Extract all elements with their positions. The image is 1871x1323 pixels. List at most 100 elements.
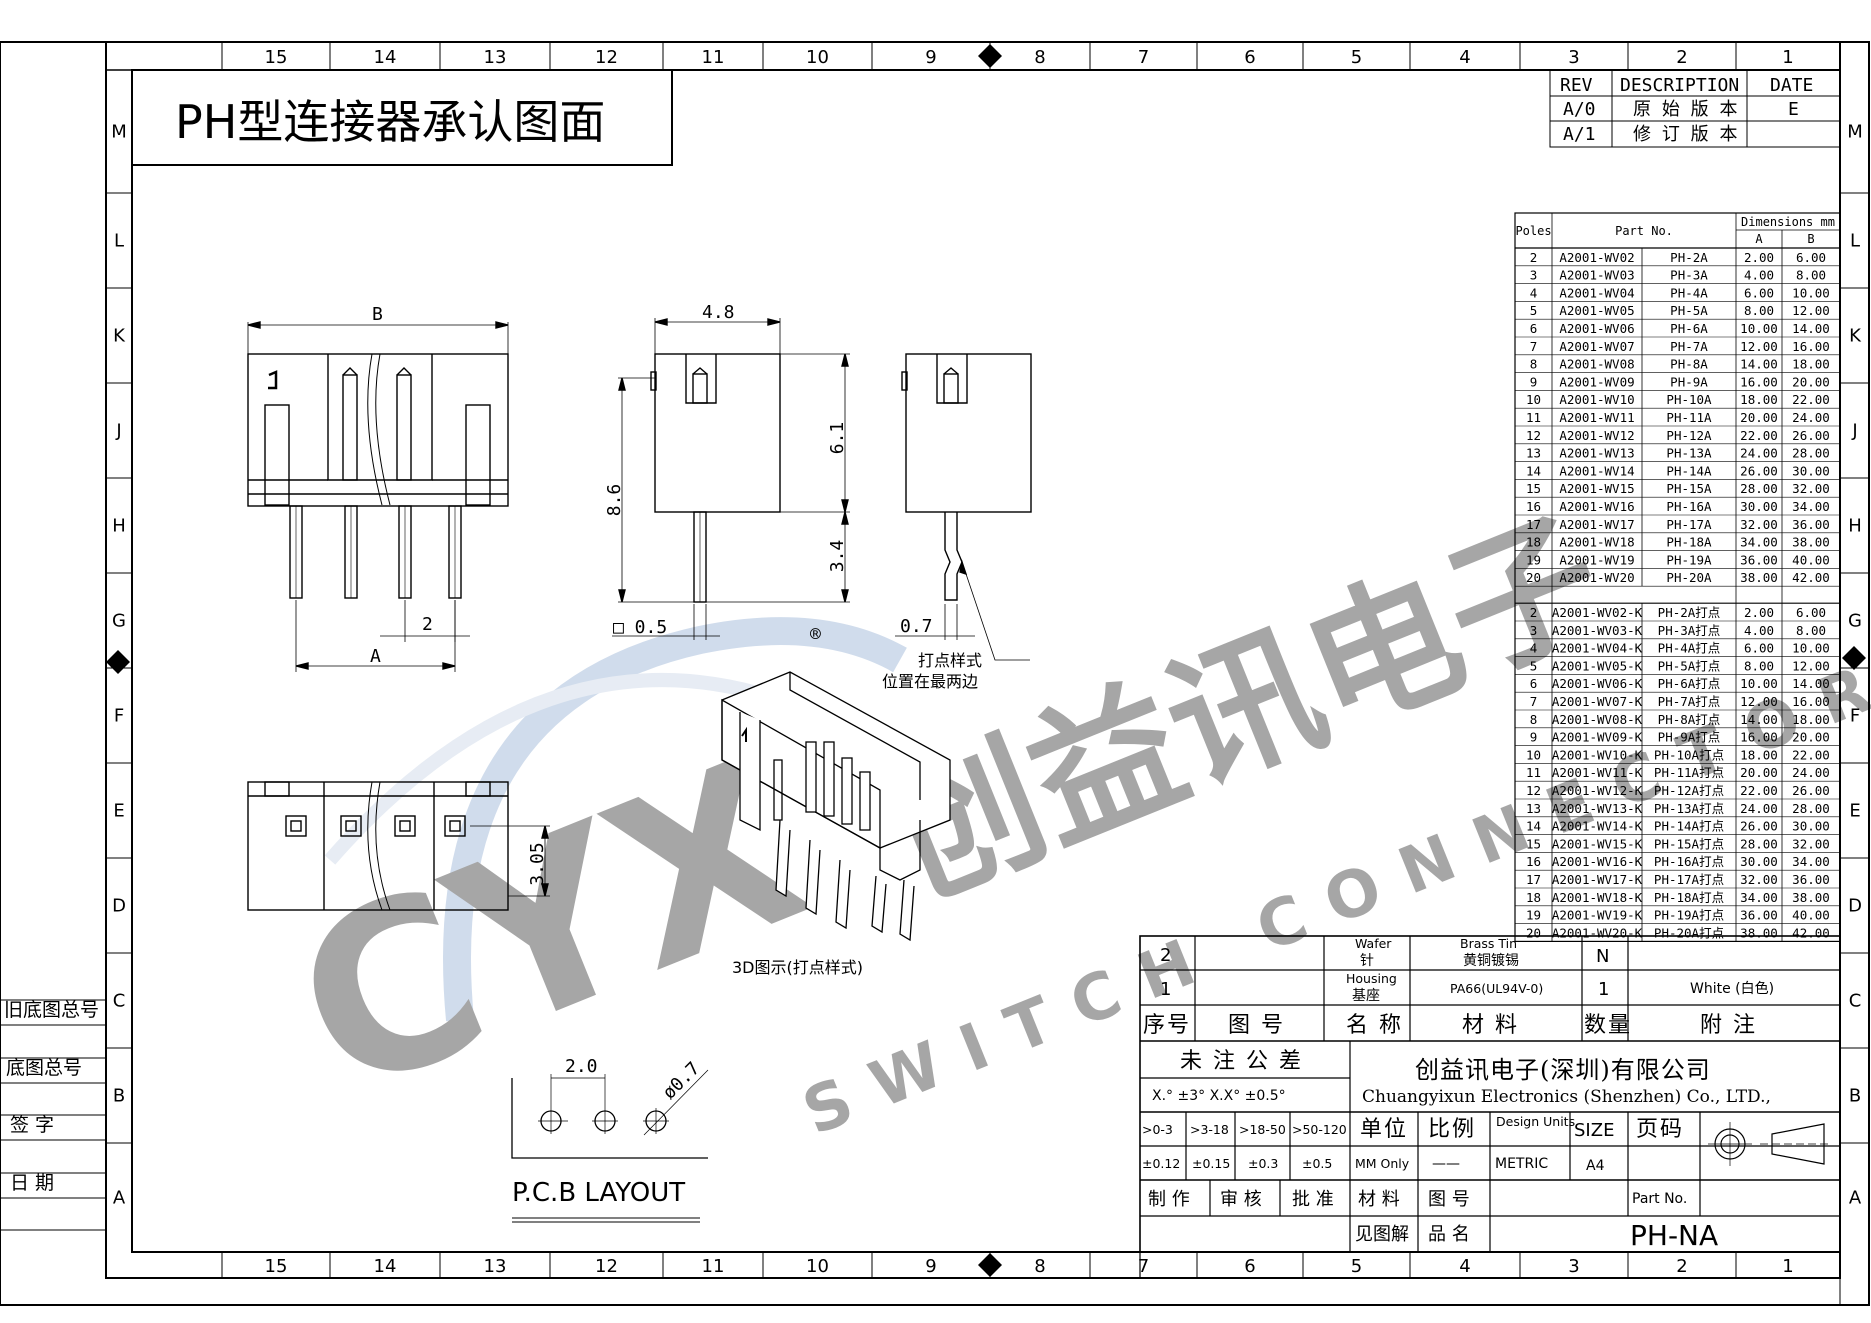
part-row-k-dim-b: 10.00 bbox=[1792, 641, 1830, 656]
tol-value-3: ±0.3 bbox=[1248, 1156, 1278, 1171]
part-row-part-name: PH-13A bbox=[1666, 446, 1712, 461]
part-row-dim-b: 30.00 bbox=[1792, 463, 1830, 478]
part-row-dim-b: 6.00 bbox=[1796, 250, 1826, 265]
zone-letter-right: E bbox=[1849, 801, 1860, 822]
zone-number-top: 11 bbox=[702, 47, 725, 68]
bom-row-2-name-cn: 针 bbox=[1360, 953, 1374, 969]
rev-row-1-desc: 原 始 版 本 bbox=[1633, 99, 1738, 120]
part-table-header-a: A bbox=[1755, 232, 1763, 246]
part-row-part-code: A2001-WV05 bbox=[1559, 303, 1634, 318]
part-row-part-name: PH-20A bbox=[1666, 570, 1712, 585]
part-row-k-poles: 15 bbox=[1526, 836, 1541, 851]
size-value: A4 bbox=[1586, 1158, 1605, 1174]
dim-side-width: 4.8 bbox=[702, 302, 735, 323]
part-row-k-dim-a: 36.00 bbox=[1740, 908, 1778, 923]
pcb-label: P.C.B LAYOUT bbox=[512, 1178, 685, 1208]
part-row-k-part-code: A2001-WV02-K bbox=[1552, 605, 1643, 620]
part-row-part-name: PH-15A bbox=[1666, 481, 1712, 496]
zone-number-top: 8 bbox=[1034, 47, 1045, 68]
zone-number-bottom: 1 bbox=[1782, 1256, 1793, 1277]
rev-header-description: DESCRIPTION bbox=[1620, 75, 1739, 96]
part-row-part-code: A2001-WV13 bbox=[1559, 446, 1634, 461]
part-row-part-name: PH-5A bbox=[1670, 303, 1708, 318]
part-row-dim-b: 26.00 bbox=[1792, 428, 1830, 443]
company-en: Chuangyixun Electronics (Shenzhen) Co., … bbox=[1362, 1087, 1771, 1107]
bom-row-2-name-en: Wafer bbox=[1355, 936, 1392, 951]
zone-letter-left: L bbox=[114, 231, 124, 252]
zone-letter-left: D bbox=[112, 896, 126, 917]
part-row-k-dim-a: 4.00 bbox=[1744, 623, 1774, 638]
part-row-dim-b: 16.00 bbox=[1792, 339, 1830, 354]
part-row-dim-a: 12.00 bbox=[1740, 339, 1778, 354]
page-title: PH型连接器承认图面 bbox=[175, 95, 605, 149]
rev-row-1-date: E bbox=[1788, 99, 1799, 120]
part-row-k-dim-a: 20.00 bbox=[1740, 765, 1778, 780]
part-row-poles: 6 bbox=[1530, 321, 1538, 336]
rev-row-2-desc: 修 订 版 本 bbox=[1633, 124, 1738, 145]
part-row-k-part-name: PH-19A打点 bbox=[1654, 908, 1724, 923]
bottom-view bbox=[247, 781, 550, 911]
part-row-poles: 10 bbox=[1526, 392, 1541, 407]
part-row-k-part-code: A2001-WV06-K bbox=[1552, 676, 1643, 691]
bom-row-1-no: 1 bbox=[1160, 979, 1171, 1000]
note-3d-view: 3D图示(打点样式) bbox=[732, 958, 863, 977]
zone-number-top: 1 bbox=[1782, 47, 1793, 68]
part-row-dim-a: 28.00 bbox=[1740, 481, 1778, 496]
part-row-dim-b: 14.00 bbox=[1792, 321, 1830, 336]
zone-letter-left: H bbox=[112, 516, 126, 537]
zone-letter-right: A bbox=[1849, 1188, 1862, 1209]
part-row-part-code: A2001-WV10 bbox=[1559, 392, 1634, 407]
part-row-k-dim-b: 20.00 bbox=[1792, 730, 1830, 745]
rev-row-1-rev: A/0 bbox=[1563, 99, 1596, 120]
part-row-k-dim-b: 24.00 bbox=[1792, 765, 1830, 780]
part-table-header-part: Part No. bbox=[1615, 224, 1673, 238]
part-row-k-dim-a: 10.00 bbox=[1740, 676, 1778, 691]
design-units-value: METRIC bbox=[1495, 1156, 1548, 1172]
zone-number-top: 6 bbox=[1244, 47, 1255, 68]
part-row-k-dim-b: 26.00 bbox=[1792, 783, 1830, 798]
part-row-k-part-name: PH-6A打点 bbox=[1658, 676, 1721, 691]
scale-value: —— bbox=[1432, 1156, 1460, 1172]
part-row-dim-b: 8.00 bbox=[1796, 268, 1826, 283]
zone-number-bottom: 8 bbox=[1034, 1256, 1045, 1277]
side-base-no: 底图总号 bbox=[6, 1057, 82, 1079]
zone-letter-left: B bbox=[113, 1086, 125, 1107]
dim-total-height: 8.6 bbox=[604, 484, 625, 517]
part-row-part-code: A2001-WV07 bbox=[1559, 339, 1634, 354]
part-row-part-name: PH-18A bbox=[1666, 535, 1712, 550]
part-row-dim-a: 38.00 bbox=[1740, 570, 1778, 585]
dot-view bbox=[895, 353, 1032, 661]
zone-letter-right: G bbox=[1848, 611, 1862, 632]
part-row-k-dim-b: 16.00 bbox=[1792, 694, 1830, 709]
part-row-k-poles: 12 bbox=[1526, 783, 1541, 798]
part-row-k-dim-b: 36.00 bbox=[1792, 872, 1830, 887]
center-mark-left bbox=[106, 650, 130, 674]
zone-letter-right: J bbox=[1851, 421, 1857, 442]
3d-view bbox=[721, 671, 951, 942]
part-row-dim-a: 34.00 bbox=[1740, 535, 1778, 550]
part-row-part-code: A2001-WV08 bbox=[1559, 357, 1634, 372]
part-row-k-poles: 6 bbox=[1530, 676, 1538, 691]
part-row-part-code: A2001-WV12 bbox=[1559, 428, 1634, 443]
dim-pitch: 2 bbox=[422, 614, 433, 635]
part-row-k-dim-a: 26.00 bbox=[1740, 819, 1778, 834]
title-box: PH型连接器承认图面 bbox=[132, 70, 673, 166]
unit-value: MM Only bbox=[1355, 1156, 1410, 1171]
part-row-dim-b: 22.00 bbox=[1792, 392, 1830, 407]
bom-row-2-no: 2 bbox=[1160, 945, 1171, 966]
note-dot-style: 打点样式 bbox=[918, 651, 982, 670]
part-row-k-dim-b: 32.00 bbox=[1792, 836, 1830, 851]
side-date: 日 期 bbox=[10, 1172, 54, 1194]
dim-pin-square: □ 0.5 bbox=[613, 617, 667, 638]
rev-header-date: DATE bbox=[1770, 75, 1813, 96]
zone-letter-right: K bbox=[1849, 326, 1862, 347]
part-row-k-poles: 2 bbox=[1530, 605, 1538, 620]
zone-number-bottom: 3 bbox=[1568, 1256, 1579, 1277]
dim-dot-offset: 0.7 bbox=[900, 616, 933, 637]
part-row-poles: 16 bbox=[1526, 499, 1541, 514]
bom-row-1-name-cn: 基座 bbox=[1352, 987, 1380, 1004]
part-row-poles: 2 bbox=[1530, 250, 1538, 265]
zone-letter-left: A bbox=[113, 1188, 126, 1209]
part-row-dim-a: 2.00 bbox=[1744, 250, 1774, 265]
part-row-k-part-code: A2001-WV07-K bbox=[1552, 694, 1643, 709]
